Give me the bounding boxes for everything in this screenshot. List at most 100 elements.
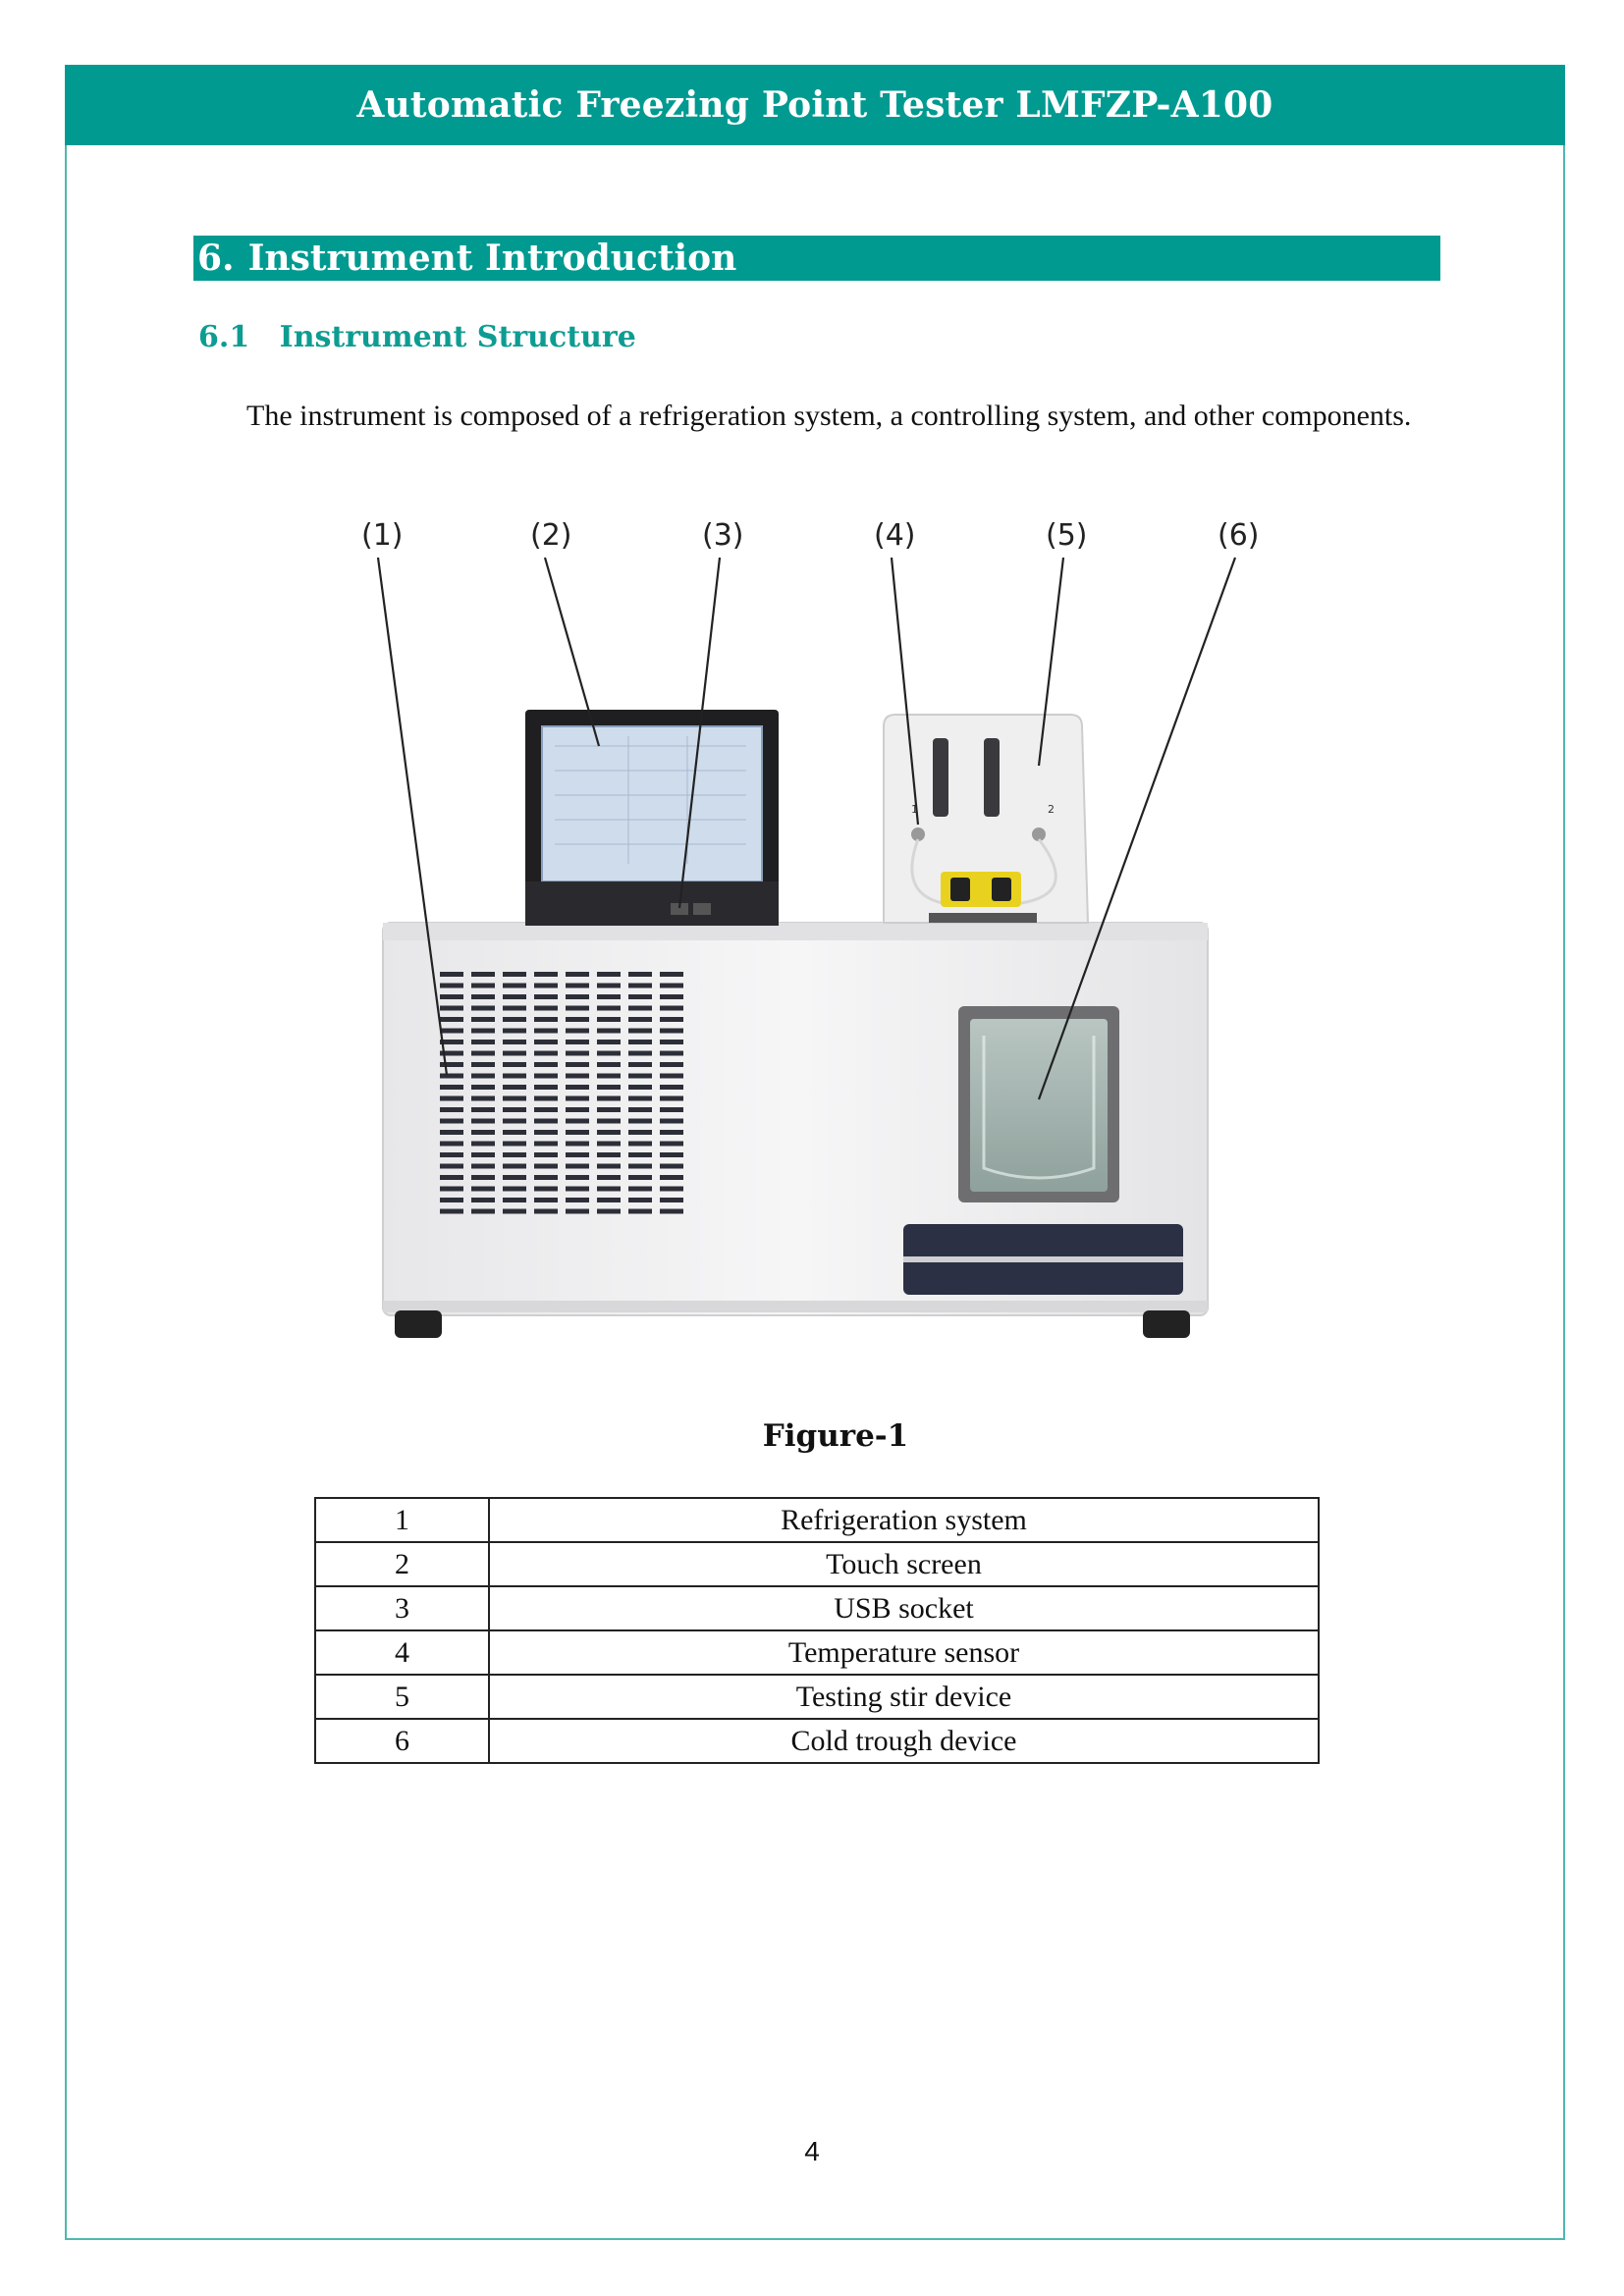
grille-slot — [503, 1017, 526, 1022]
grille-slot — [440, 994, 463, 999]
part-name: Cold trough device — [488, 1718, 1320, 1764]
part-name: Touch screen — [488, 1541, 1320, 1587]
grille-slot — [597, 1085, 621, 1090]
grille-slot — [440, 1073, 463, 1079]
grille-slot — [628, 1163, 652, 1169]
grille-slot — [440, 1062, 463, 1067]
touch-screen-unit — [525, 710, 779, 926]
grille-slot — [440, 1040, 463, 1044]
grille-slot — [660, 1198, 683, 1202]
grille-slot — [628, 983, 652, 988]
grille-slot — [503, 1062, 526, 1067]
grille-slot — [534, 1085, 558, 1090]
grille-slot — [597, 1198, 621, 1202]
grille-slot — [597, 1163, 621, 1169]
grille-slot — [628, 1175, 652, 1180]
grille-slot — [628, 1095, 652, 1101]
grille-slot — [503, 1152, 526, 1157]
grille-slot — [471, 1163, 495, 1169]
grille-slot — [628, 1107, 652, 1112]
grille-slot — [534, 1141, 558, 1147]
part-number: 2 — [314, 1541, 490, 1587]
grille-slot — [660, 1208, 683, 1214]
part-number: 6 — [314, 1718, 490, 1764]
sensor-marking-2: 2 — [1048, 803, 1055, 816]
grille-slot — [534, 972, 558, 977]
instrument-figure: (1) (2) (3) (4) (5) (6) — [334, 501, 1296, 1404]
grille-slot — [566, 1208, 589, 1214]
grille-slot — [440, 1130, 463, 1135]
grille-slot — [566, 983, 589, 988]
grille-slot — [534, 1163, 558, 1169]
grille-slot — [597, 1073, 621, 1079]
grille-slot — [628, 1062, 652, 1067]
callout-1: (1) — [361, 518, 404, 553]
grille-slot — [660, 1130, 683, 1135]
grille-slot — [440, 1050, 463, 1056]
grille-slot — [534, 1186, 558, 1192]
grille-slot — [471, 994, 495, 999]
grille-slot — [534, 1040, 558, 1044]
grille-slot — [660, 1186, 683, 1192]
grille-slot — [534, 1152, 558, 1157]
grille-slot — [566, 1040, 589, 1044]
grille-slot — [534, 1198, 558, 1202]
grille-slot — [597, 1118, 621, 1124]
grille-slot — [503, 1095, 526, 1101]
grille-slot — [597, 1062, 621, 1067]
grille-slot — [566, 1028, 589, 1034]
callout-3: (3) — [702, 518, 744, 553]
part-name: Temperature sensor — [488, 1629, 1320, 1676]
grille-slot — [660, 1152, 683, 1157]
part-name: USB socket — [488, 1585, 1320, 1631]
grille-slot — [471, 1198, 495, 1202]
grille-slot — [628, 1208, 652, 1214]
grille-slot — [471, 972, 495, 977]
grille-slot — [471, 1175, 495, 1180]
grille-slot — [471, 1141, 495, 1147]
grille-slot — [534, 983, 558, 988]
grille-slot — [566, 972, 589, 977]
grille-slot — [503, 1198, 526, 1202]
grille-slot — [440, 1208, 463, 1214]
grille-slot — [440, 1085, 463, 1090]
grille-slot — [534, 1118, 558, 1124]
callout-leader-lines — [376, 557, 1237, 1100]
grille-slot — [534, 1073, 558, 1079]
grille-slot — [503, 1028, 526, 1034]
subsection-heading: 6.1 Instrument Structure — [198, 320, 636, 354]
grille-slot — [660, 1050, 683, 1056]
grille-slot — [628, 1186, 652, 1192]
part-number: 3 — [314, 1585, 490, 1631]
grille-slot — [628, 1005, 652, 1011]
grille-slot — [660, 1040, 683, 1044]
grille-slot — [566, 1107, 589, 1112]
grille-slot — [660, 1118, 683, 1124]
grille-slot — [503, 1073, 526, 1079]
grille-slot — [503, 972, 526, 977]
grille-slot — [471, 1062, 495, 1067]
grille-slot — [597, 1005, 621, 1011]
grille-slot — [471, 1028, 495, 1034]
grille-slot — [660, 1085, 683, 1090]
grille-slot — [534, 1005, 558, 1011]
grille-slot — [503, 1186, 526, 1192]
grille-slot — [597, 1186, 621, 1192]
grille-slot — [597, 1017, 621, 1022]
intro-paragraph: The instrument is composed of a refriger… — [246, 400, 1412, 432]
grille-slot — [597, 1028, 621, 1034]
grille-slot — [471, 1118, 495, 1124]
grille-slot — [471, 1085, 495, 1090]
grille-slot — [534, 1017, 558, 1022]
grille-slot — [471, 1050, 495, 1056]
grille-slot — [471, 1017, 495, 1022]
part-name: Refrigeration system — [488, 1497, 1320, 1543]
stir-device-head: 1 2 — [883, 714, 1090, 924]
grille-slot — [566, 994, 589, 999]
grille-slot — [503, 994, 526, 999]
grille-slot — [503, 1085, 526, 1090]
grille-slot — [471, 1208, 495, 1214]
grille-slot — [628, 1130, 652, 1135]
